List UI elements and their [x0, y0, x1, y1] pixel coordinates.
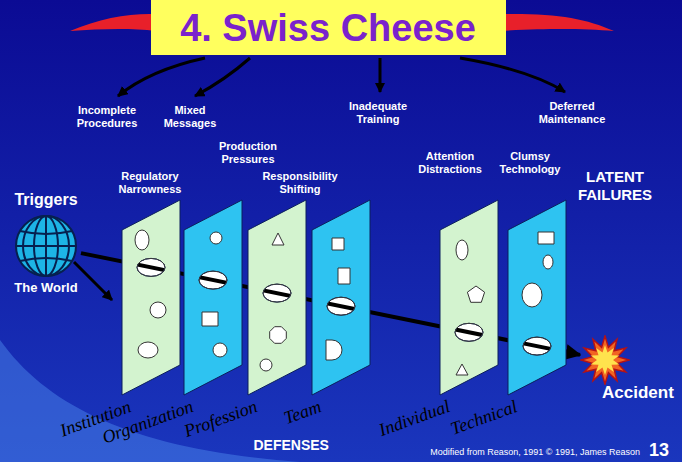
latent-failure-callout: Mixed Messages: [155, 104, 225, 130]
latent-failure-callout: Production Pressures: [209, 140, 287, 166]
label-anchor: 13: [649, 440, 671, 460]
label-anchor: Production Pressures: [209, 140, 287, 166]
globe-body: [16, 216, 76, 276]
cheese-slice: [184, 200, 242, 395]
cheese-hole: [202, 312, 218, 326]
latent-failure-callout: Responsibility Shifting: [254, 170, 346, 196]
cheese-hole: [332, 238, 344, 250]
cheese-hole: [456, 240, 468, 260]
cheese-slice: [248, 200, 306, 395]
defense-slice: Institution: [122, 200, 180, 395]
defense-slice: Organization: [184, 200, 242, 395]
slice-face: [440, 200, 498, 395]
slice-face: [248, 200, 306, 395]
callout-arrow: [118, 58, 205, 96]
trigger-globe-node: TriggersThe World: [11, 190, 81, 296]
latent-failure-callout: Attention Distractions: [412, 150, 488, 176]
cheese-slice: [440, 200, 498, 395]
globe-grid: [20, 231, 72, 234]
accident-label: Accident: [602, 383, 674, 403]
label-anchor: Deferred Maintenance: [530, 100, 614, 126]
world-label: The World: [11, 280, 81, 296]
slice-face: [508, 200, 566, 395]
latent-failure-callout: Incomplete Procedures: [69, 104, 145, 130]
label-anchor: Mixed Messages: [155, 104, 225, 130]
explosion-inner: [591, 345, 620, 375]
trajectory-hole: [455, 323, 483, 341]
source-credit: Modified from Reason, 1991 © 1991, James…: [380, 447, 640, 458]
cheese-hole: [260, 359, 272, 371]
defenses-heading: DEFENSES: [254, 437, 331, 453]
slice-face: [122, 200, 180, 395]
label-anchor: Incomplete Procedures: [69, 104, 145, 130]
defense-slice: Individual: [440, 200, 498, 395]
red-swoosh: [70, 14, 156, 31]
cheese-slice: [122, 200, 180, 395]
cheese-hole: [135, 230, 149, 250]
cheese-hole: [210, 232, 222, 244]
cheese-hole: [326, 340, 342, 360]
trajectory-hole: [327, 297, 355, 315]
label-anchor: Regulatory Narrowness: [114, 170, 186, 196]
label-anchor: Modified from Reason, 1991 © 1991, James…: [380, 447, 640, 458]
cheese-hole: [543, 255, 553, 269]
cheese-hole: [456, 364, 468, 375]
globe-icon: [14, 214, 78, 278]
label-anchor: LATENT FAILURES: [573, 168, 657, 204]
slice-face: [312, 200, 370, 395]
cheese-hole: [270, 327, 287, 344]
page-number: 13: [649, 440, 671, 460]
label-anchor: Clumsy Technology: [492, 150, 568, 176]
cheese-hole: [338, 268, 350, 284]
cheese-hole: [538, 232, 554, 244]
explosion-outer: [581, 336, 629, 384]
label-anchor: DEFENSES: [254, 437, 331, 453]
title-banner: 4. Swiss Cheese: [151, 0, 506, 55]
globe-grid: [20, 258, 72, 261]
callout-arrow: [379, 58, 382, 92]
red-swoosh: [500, 14, 614, 31]
cheese-hole: [213, 343, 227, 357]
cheese-hole: [522, 283, 542, 307]
defense-slice: Team: [312, 200, 370, 395]
latent-failure-callout: Inadequate Training: [338, 100, 418, 126]
trajectory-hole: [263, 284, 291, 302]
defense-slice: Profession: [248, 200, 306, 395]
callout-arrow: [195, 58, 250, 96]
slice-face: [184, 200, 242, 395]
label-anchor: Responsibility Shifting: [254, 170, 346, 196]
trajectory-hole: [137, 258, 165, 276]
accident-burst-node: Accident: [580, 335, 674, 403]
latent-failure-callout: Regulatory Narrowness: [114, 170, 186, 196]
cheese-slice: [508, 200, 566, 395]
slide-title: 4. Swiss Cheese: [180, 6, 476, 50]
blocked-trigger-arrow: [74, 262, 112, 300]
cheese-hole: [467, 286, 484, 302]
globe-grid: [16, 245, 76, 247]
trajectory-hole: [199, 271, 227, 289]
trajectory-hole: [523, 337, 551, 355]
defense-slice: Technical: [508, 200, 566, 395]
latent-failure-callout: Deferred Maintenance: [530, 100, 614, 126]
latent-failures-heading: LATENT FAILURES: [573, 168, 657, 204]
cheese-hole: [138, 342, 158, 358]
latent-failure-callout: Clumsy Technology: [492, 150, 568, 176]
cheese-hole: [150, 302, 166, 318]
cheese-slice: [312, 200, 370, 395]
explosion-icon: [580, 335, 630, 385]
trigger-label: Triggers: [11, 190, 81, 210]
cheese-hole: [272, 233, 284, 245]
label-anchor: Inadequate Training: [338, 100, 418, 126]
label-anchor: Attention Distractions: [412, 150, 488, 176]
callout-arrow: [460, 58, 565, 92]
